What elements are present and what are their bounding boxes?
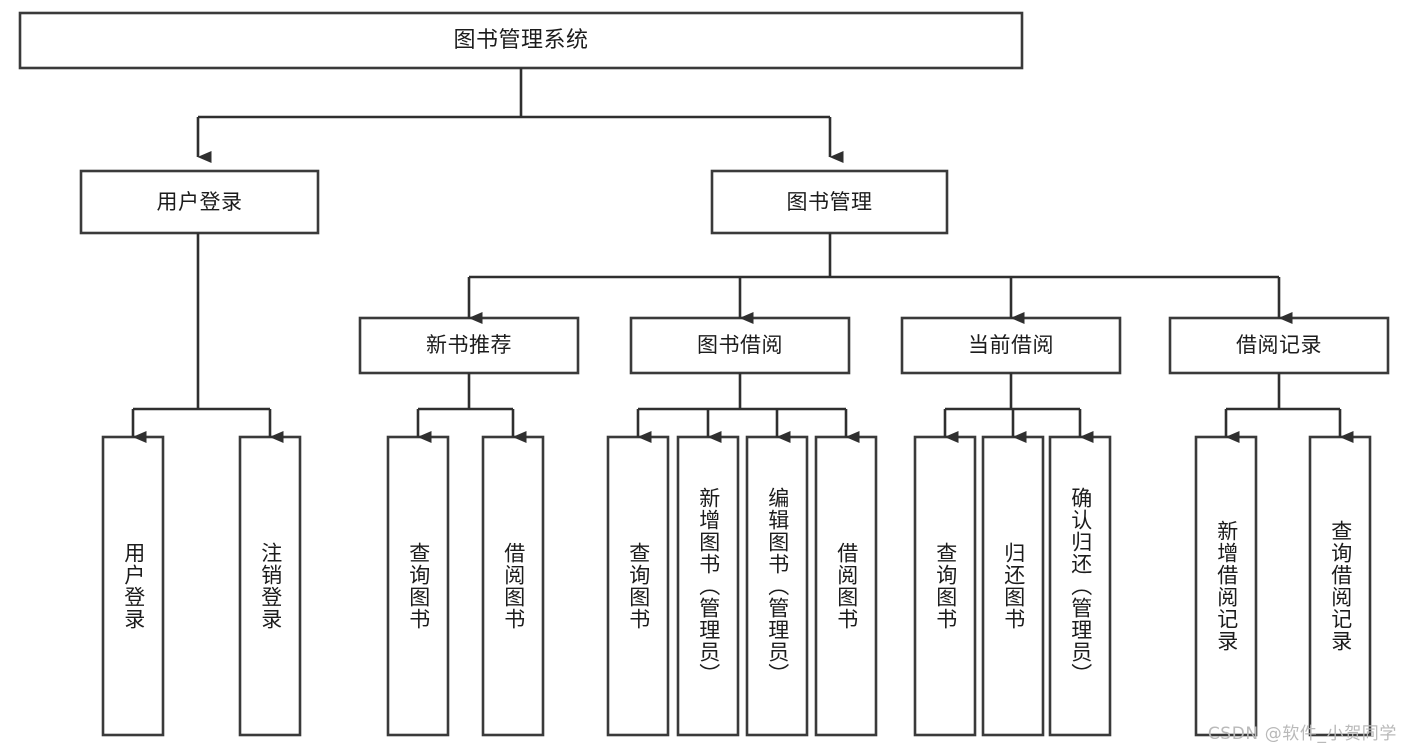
node-box-leaf-query-book-3[interactable] [913,435,977,737]
node-box-leaf-query-book-1[interactable] [386,435,450,737]
node-box-leaf-confirm-return-admin[interactable] [1048,435,1112,737]
node-box-leaf-add-book-admin[interactable] [676,435,740,737]
node-box-leaf-logout-login[interactable] [238,435,302,737]
node-box-leaf-borrow-book-2[interactable] [814,435,878,737]
node-box-leaf-query-borrow-record[interactable] [1308,435,1372,737]
node-box-borrow-record[interactable] [1168,316,1390,375]
node-box-leaf-borrow-book-1[interactable] [481,435,545,737]
node-box-leaf-add-borrow-record[interactable] [1194,435,1258,737]
node-box-book-borrow[interactable] [629,316,851,375]
node-box-user-login[interactable] [79,169,320,235]
node-box-new-book-recommend[interactable] [358,316,580,375]
node-box-current-borrow[interactable] [900,316,1122,375]
node-box-root[interactable] [18,11,1024,70]
node-box-leaf-edit-book-admin[interactable] [745,435,809,737]
node-box-leaf-return-book[interactable] [981,435,1045,737]
node-box-leaf-user-login[interactable] [101,435,165,737]
node-box-book-manage[interactable] [710,169,949,235]
node-box-leaf-query-book-2[interactable] [606,435,670,737]
